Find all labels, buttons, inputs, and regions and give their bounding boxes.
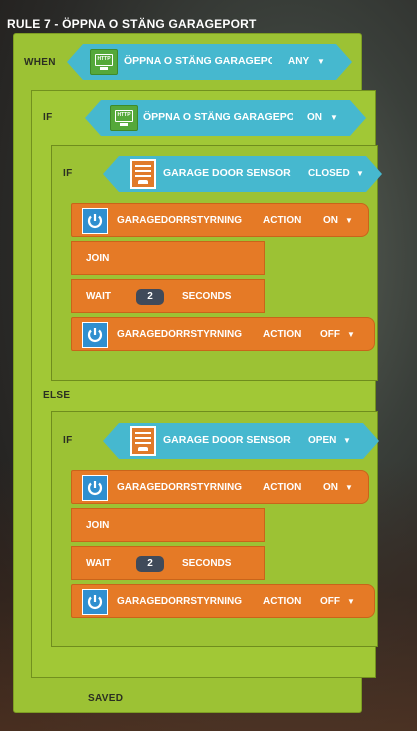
condition-value-select[interactable]: OPEN: [308, 435, 337, 446]
action-value-select[interactable]: OFF: [320, 329, 340, 340]
device-name: GARAGEDÖRRSTYRNING: [117, 596, 243, 607]
chevron-down-icon[interactable]: ▼: [356, 169, 364, 178]
device-name: GARAGEDÖRRSTYRNING: [117, 215, 243, 226]
http-icon: HTTP: [90, 49, 118, 75]
trigger-name: ÖPPNA O STÄNG GARAGEPORT: [124, 55, 272, 67]
device-name: GARAGEDÖRRSTYRNING: [117, 329, 243, 340]
http-icon: HTTP: [110, 105, 138, 131]
wait-label: WAIT: [86, 291, 111, 302]
chevron-down-icon[interactable]: ▼: [343, 436, 351, 445]
garage-door-icon: [130, 426, 156, 456]
device-action-block[interactable]: GARAGEDÖRRSTYRNING ACTION OFF ▼: [71, 317, 375, 351]
wait-amount-input[interactable]: 2: [136, 556, 164, 572]
condition-name: ÖPPNA O STÄNG GARAGEPORT: [143, 111, 293, 123]
wait-block[interactable]: WAIT 2 SECONDS: [71, 279, 265, 313]
wait-unit-label: SECONDS: [182, 558, 232, 569]
if-condition-block[interactable]: HTTP ÖPPNA O STÄNG GARAGEPORT ON ▼: [85, 100, 366, 136]
if-label: IF: [63, 435, 73, 446]
when-label: WHEN: [24, 57, 56, 68]
wait-amount-input[interactable]: 2: [136, 289, 164, 305]
when-trigger-block[interactable]: HTTP ÖPPNA O STÄNG GARAGEPORT ANY ▼: [67, 44, 352, 80]
action-label: ACTION: [263, 215, 302, 226]
if-condition-block[interactable]: GARAGE DOOR SENSOR CLOSED ▼: [103, 156, 382, 192]
rule-title: RULE 7 - ÖPPNA O STÄNG GARAGEPORT: [7, 17, 257, 31]
garage-door-icon: [130, 159, 156, 189]
power-icon: [82, 322, 108, 348]
chevron-down-icon[interactable]: ▼: [345, 483, 353, 492]
power-icon: [82, 208, 108, 234]
chevron-down-icon[interactable]: ▼: [347, 597, 355, 606]
device-action-block[interactable]: GARAGEDÖRRSTYRNING ACTION ON ▼: [71, 470, 369, 504]
action-label: ACTION: [263, 482, 302, 493]
condition-value-select[interactable]: CLOSED: [308, 168, 350, 179]
chevron-down-icon[interactable]: ▼: [345, 216, 353, 225]
power-icon: [82, 475, 108, 501]
wait-label: WAIT: [86, 558, 111, 569]
action-value-select[interactable]: ON: [323, 482, 338, 493]
action-value-select[interactable]: OFF: [320, 596, 340, 607]
join-label: JOIN: [86, 520, 110, 531]
chevron-down-icon[interactable]: ▼: [317, 57, 325, 66]
condition-name: GARAGE DOOR SENSOR: [163, 434, 291, 446]
action-label: ACTION: [263, 596, 302, 607]
device-action-block[interactable]: GARAGEDÖRRSTYRNING ACTION ON ▼: [71, 203, 369, 237]
if-label: IF: [43, 112, 53, 123]
if-label: IF: [63, 168, 73, 179]
condition-name: GARAGE DOOR SENSOR: [163, 167, 291, 179]
join-block[interactable]: JOIN: [71, 241, 265, 275]
join-block[interactable]: JOIN: [71, 508, 265, 542]
device-name: GARAGEDÖRRSTYRNING: [117, 482, 243, 493]
action-label: ACTION: [263, 329, 302, 340]
power-icon: [82, 589, 108, 615]
wait-unit-label: SECONDS: [182, 291, 232, 302]
join-label: JOIN: [86, 253, 110, 264]
if-condition-block[interactable]: GARAGE DOOR SENSOR OPEN ▼: [103, 423, 379, 459]
chevron-down-icon[interactable]: ▼: [347, 330, 355, 339]
action-value-select[interactable]: ON: [323, 215, 338, 226]
saved-status: SAVED: [88, 693, 124, 704]
condition-value-select[interactable]: ON: [307, 112, 322, 123]
trigger-value-select[interactable]: ANY: [288, 56, 310, 67]
else-label: ELSE: [43, 390, 71, 401]
chevron-down-icon[interactable]: ▼: [330, 113, 338, 122]
device-action-block[interactable]: GARAGEDÖRRSTYRNING ACTION OFF ▼: [71, 584, 375, 618]
wait-block[interactable]: WAIT 2 SECONDS: [71, 546, 265, 580]
